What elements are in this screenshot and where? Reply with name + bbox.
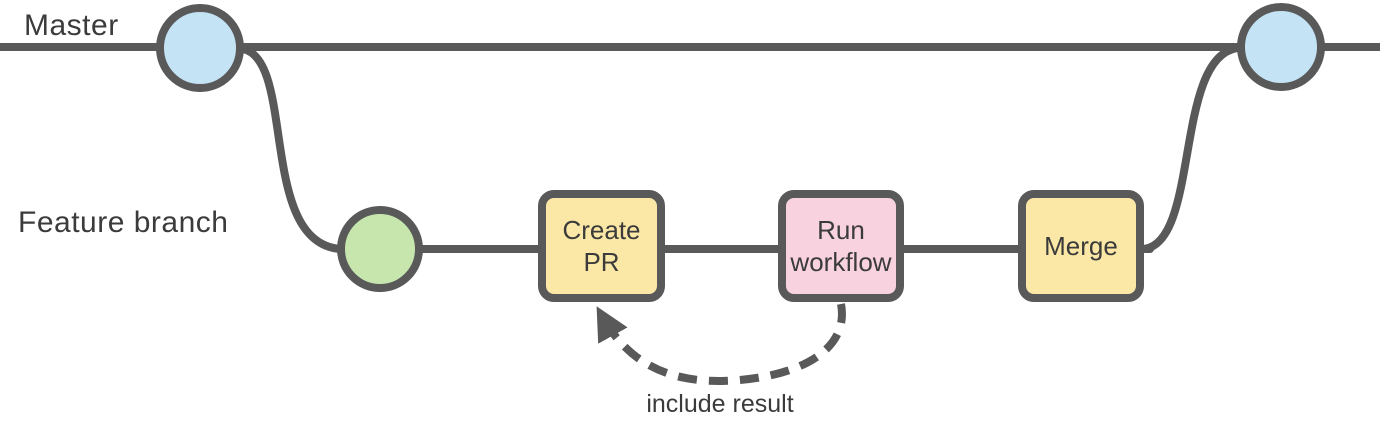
create-pr-label-line2: PR (583, 247, 620, 277)
master-commit-start (156, 4, 244, 92)
feature-branch-label: Feature branch (18, 206, 229, 239)
master-branch-label: Master (24, 9, 119, 42)
include-result-arrow (596, 303, 846, 386)
feature-commit (337, 206, 423, 292)
merge-label-line1: Merge (1044, 231, 1118, 261)
master-commit-merge (1237, 3, 1325, 91)
run-workflow-box: Run workflow (778, 190, 904, 302)
create-pr-label-line1: Create (562, 215, 641, 245)
merge-box: Merge (1018, 190, 1144, 302)
create-pr-box: Create PR (538, 190, 665, 302)
run-workflow-label-line2: workflow (790, 247, 892, 277)
run-workflow-label-line1: Run (817, 215, 865, 245)
include-result-label: include result (646, 390, 794, 418)
branch-out-curve (239, 45, 344, 253)
merge-curve (1140, 44, 1241, 253)
